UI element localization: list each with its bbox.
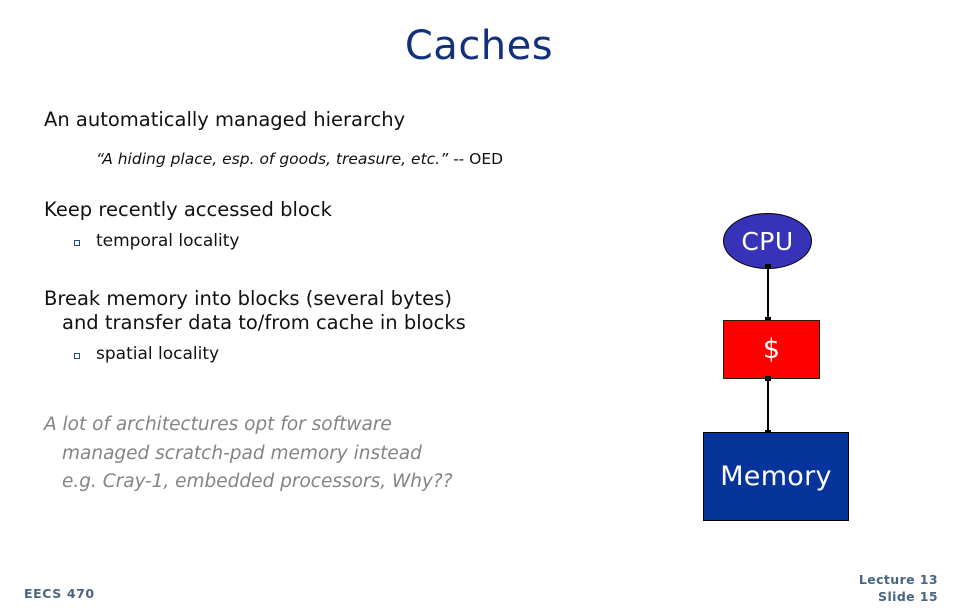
cache-node-label: $ bbox=[762, 334, 781, 365]
spacer-1 bbox=[44, 170, 644, 198]
memory-node: Memory bbox=[703, 432, 849, 521]
footer-lecture-number: Lecture 13 bbox=[858, 572, 938, 587]
bullet-break-memory-line2: and transfer data to/from cache in block… bbox=[62, 311, 466, 335]
scratchpad-note-line1: A lot of architectures opt for software bbox=[44, 413, 392, 435]
bullet-break-memory: Break memory into blocks (several bytes)… bbox=[44, 287, 644, 335]
cache-node: $ bbox=[723, 320, 820, 379]
page-title: Caches bbox=[404, 23, 554, 69]
bullet-break-memory-line1: Break memory into blocks (several bytes) bbox=[44, 287, 452, 311]
sub-bullet-temporal: temporal locality bbox=[74, 231, 644, 251]
connector-cpu-cache bbox=[767, 266, 769, 322]
bullet-hierarchy: An automatically managed hierarchy bbox=[44, 108, 406, 131]
connector-cache-memory bbox=[767, 378, 769, 434]
oed-quote-source: -- OED bbox=[448, 150, 504, 169]
footer-slide-number: Slide 15 bbox=[878, 588, 938, 604]
spacer-2 bbox=[44, 251, 644, 287]
oed-quote-text: “A hiding place, esp. of goods, treasure… bbox=[96, 150, 449, 169]
bullet-keep-recent: Keep recently accessed block bbox=[44, 197, 332, 221]
memory-node-label: Memory bbox=[720, 461, 832, 492]
cpu-node-label: CPU bbox=[741, 226, 794, 256]
scratchpad-note-line2: managed scratch-pad memory instead bbox=[62, 442, 422, 464]
scratchpad-note-line3: e.g. Cray-1, embedded processors, Why?? bbox=[62, 471, 453, 493]
cpu-node: CPU bbox=[723, 213, 812, 269]
sub-bullet-temporal-label: temporal locality bbox=[96, 230, 240, 251]
footer-course-label: EECS 470 bbox=[24, 586, 95, 601]
square-bullet-icon bbox=[74, 239, 80, 246]
square-bullet-icon bbox=[74, 353, 80, 360]
spacer-3 bbox=[44, 365, 644, 411]
sub-bullet-spatial: spatial locality bbox=[74, 344, 644, 364]
slide-body-content: An automatically managed hierarchy “A hi… bbox=[44, 108, 644, 497]
sub-bullet-spatial-label: spatial locality bbox=[96, 344, 220, 365]
memory-hierarchy-diagram: CPU $ Memory bbox=[690, 200, 870, 530]
connector-endpoint-dot bbox=[765, 317, 771, 322]
footer-slide-info: Lecture 13 Slide 15 bbox=[859, 572, 938, 606]
scratchpad-note: A lot of architectures opt for software … bbox=[44, 411, 644, 497]
oed-quote: “A hiding place, esp. of goods, treasure… bbox=[96, 150, 644, 169]
